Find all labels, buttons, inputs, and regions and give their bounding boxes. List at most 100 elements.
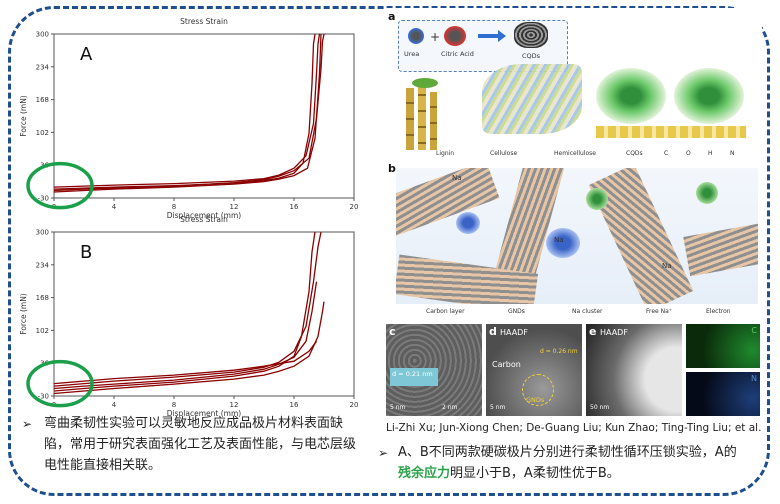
chart-b-panel-label: B xyxy=(80,242,92,263)
urea-label: Urea xyxy=(404,50,420,58)
legend-lignin: Lignin xyxy=(436,150,455,157)
chart-a-panel-label: A xyxy=(80,44,93,65)
chart-a-ylabel: Force (mN) xyxy=(19,95,28,137)
legend-free-na: Free Na⁺ xyxy=(646,308,672,315)
chart-a-xtick-label-5: 20 xyxy=(350,203,359,211)
tem-panel-c: c d = 0.21 nm 5 nm 2 nm xyxy=(386,324,482,416)
panel-e-label: e xyxy=(589,325,597,338)
chart-a-series-line-2 xyxy=(53,33,325,192)
chart-a-xtick-label-4: 16 xyxy=(290,203,299,211)
elem-c-label: C xyxy=(751,326,757,335)
chart-a-series-line-0 xyxy=(53,33,316,190)
bullet-right: ➢ xyxy=(378,446,389,460)
citric-acid-label: Citric Acid xyxy=(441,50,474,58)
legend-carbon-layer: Carbon layer xyxy=(426,308,465,315)
chart-b-xtick-label-5: 20 xyxy=(350,401,359,409)
haadf-e-label: HAADF xyxy=(600,328,628,337)
scale-e: 50 nm xyxy=(590,404,610,411)
panel-b-label: b xyxy=(388,162,396,175)
research-figure: a Urea + Citric Acid CQDs Lignin Cellulo… xyxy=(386,8,762,416)
tem-panel-e: e HAADF 50 nm xyxy=(586,324,682,416)
na-label-2: Na xyxy=(554,236,564,244)
chart-b-xlabel: Displacement (mm) xyxy=(167,409,241,417)
legend-gnds: GNDs xyxy=(508,308,525,315)
elem-n-label: N xyxy=(751,374,757,383)
chart-a-xtick-label-3: 12 xyxy=(230,203,239,211)
na-label-1: Na xyxy=(452,174,462,182)
chart-a-ytick-label-4: 234 xyxy=(36,63,50,71)
citric-molecule-icon xyxy=(444,26,466,46)
chart-a-title: Stress Strain xyxy=(180,17,228,26)
gnd-circle xyxy=(522,374,554,406)
right-caption-part2: 明显小于B，A柔韧性优于B。 xyxy=(450,466,620,481)
urea-molecule-icon xyxy=(408,28,424,44)
legend-cqds: CQDs xyxy=(626,150,643,157)
cqd-sheet-1-icon xyxy=(596,68,666,124)
arrow-right-icon xyxy=(478,34,500,38)
chart-b-ytick-label-4: 234 xyxy=(36,261,50,269)
panel-c-label: c xyxy=(389,325,396,338)
legend-n: N xyxy=(730,150,735,157)
arrow-head-icon xyxy=(498,30,506,42)
chart-a-xlabel: Displacement (mm) xyxy=(167,211,241,219)
d-spacing-c-box xyxy=(390,368,438,386)
chart-a-ytick-label-5: 300 xyxy=(36,31,49,39)
legend-o: O xyxy=(686,150,691,157)
legend-b: Carbon layer GNDs Na cluster Free Na⁺ El… xyxy=(396,306,758,318)
polymer-chain-icon xyxy=(596,126,746,138)
scale-c: 5 nm xyxy=(390,404,406,411)
legend-electron: Electron xyxy=(706,308,731,315)
panel-a-label: a xyxy=(388,10,396,23)
tem-panel-d: d HAADF Carbon d = 0.26 nm GNDs 5 nm xyxy=(486,324,582,416)
right-caption: A、B不同两款硬碳极片分别进行柔韧性循环压锁实验，A的残余应力明显小于B，A柔韧… xyxy=(398,442,738,484)
chart-a-series-line-1 xyxy=(53,33,321,188)
chart-b-plot-frame xyxy=(53,231,355,397)
cqd-molecule-icon xyxy=(514,22,548,48)
legend-a: Lignin Cellulose Hemicellulose CQDs C O … xyxy=(414,148,754,160)
panel-d-label: d xyxy=(489,325,497,338)
haadf-d-label: HAADF xyxy=(500,328,528,337)
chart-b-xtick-label-1: 4 xyxy=(112,401,117,409)
chart-b-ytick-label-2: 102 xyxy=(36,327,49,335)
chart-b-series-line-4 xyxy=(53,340,318,385)
residual-stress-highlight: 残余应力 xyxy=(398,466,451,481)
scale-d: 5 nm xyxy=(490,404,506,411)
plus-sign: + xyxy=(430,30,441,44)
chart-a-xtick-label-1: 4 xyxy=(112,203,117,211)
chart-a-plot-frame xyxy=(53,33,355,199)
gnds-label: GNDs xyxy=(526,396,545,404)
right-caption-part1: A、B不同两款硬碳极片分别进行柔韧性循环压锁实验，A的 xyxy=(398,445,737,460)
bamboo-icon xyxy=(402,78,442,152)
na-label-3: Na xyxy=(662,262,672,270)
dashed-frame xyxy=(8,6,770,496)
cqd-sheet-2-icon xyxy=(674,68,744,124)
chart-b-series-line-3 xyxy=(53,281,318,390)
chart-a-ytick-label-2: 102 xyxy=(36,129,49,137)
chart-b-series-line-0 xyxy=(53,231,316,392)
d-spacing-d: d = 0.26 nm xyxy=(540,348,578,355)
chart-b-xtick-label-4: 16 xyxy=(290,401,299,409)
figure-credit: Li-Zhi Xu; Jun-Xiong Chen; De-Guang Liu;… xyxy=(386,422,762,434)
chart-a-series-line-3 xyxy=(53,33,322,193)
eds-map-n: N xyxy=(686,372,760,416)
chart-b-ytick-label-0: -30 xyxy=(38,393,49,401)
chart-a-highlight-ellipse xyxy=(26,161,94,210)
chart-b-highlight-ellipse xyxy=(26,359,94,408)
chart-b-series-line-2 xyxy=(53,301,325,395)
chart-a-xtick-label-2: 8 xyxy=(172,203,176,211)
legend-hemicellulose: Hemicellulose xyxy=(554,150,596,157)
chart-b-ylabel: Force (mN) xyxy=(19,293,28,335)
carbon-label: Carbon xyxy=(492,360,521,369)
left-caption: 弯曲柔韧性实验可以灵敏地反应成品极片材料表面缺陷，常用于研究表面强化工艺及表面性… xyxy=(44,416,357,473)
d-spacing-c: d = 0.21 nm xyxy=(392,370,433,378)
chart-b-xtick-label-2: 8 xyxy=(172,401,176,409)
chart-b-xtick-label-3: 12 xyxy=(230,401,239,409)
cqds-label: CQDs xyxy=(522,52,541,60)
legend-na-cluster: Na cluster xyxy=(572,308,603,315)
chart-a-ytick-label-3: 168 xyxy=(36,96,49,104)
chart-b-ytick-label-5: 300 xyxy=(36,229,49,237)
